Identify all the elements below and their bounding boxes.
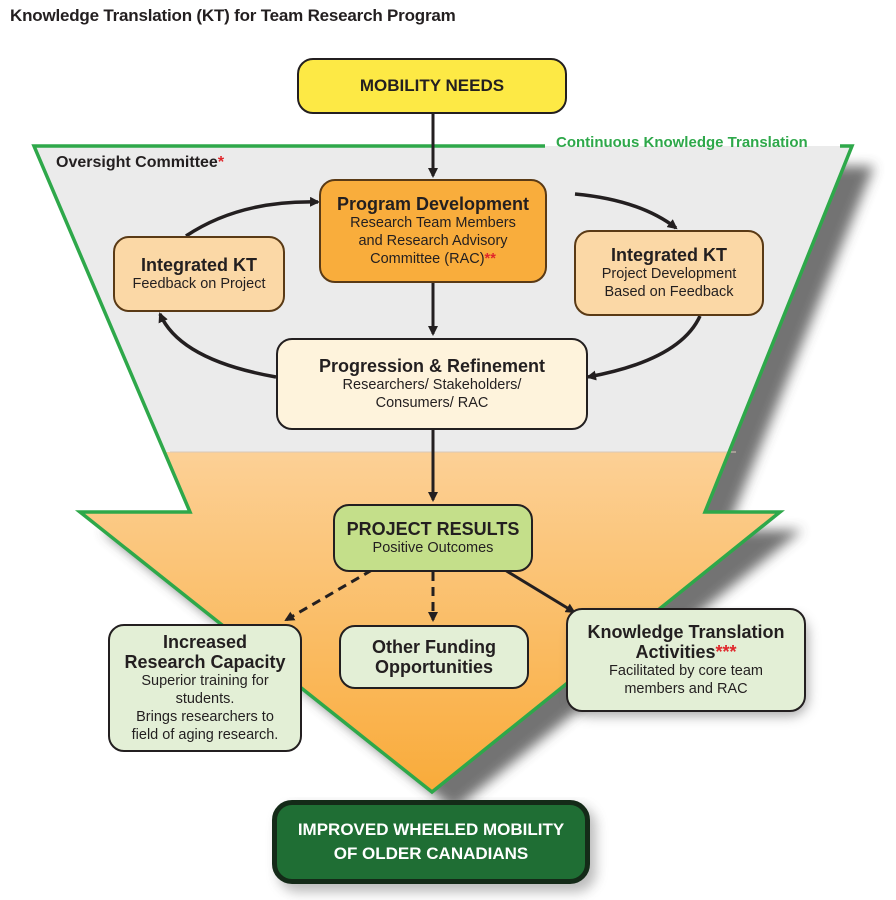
research-capacity-box: Increased Research Capacity Superior tra…	[108, 624, 302, 752]
asterisk-mark: ***	[715, 642, 737, 662]
integrated-kt-right-box: Integrated KT Project Development Based …	[574, 230, 764, 316]
frame-fill-gray	[34, 146, 852, 452]
arrow-program-to-kt-right	[574, 192, 678, 230]
frame-fill-orange	[80, 452, 780, 792]
arrow-kt-left-to-program	[185, 196, 320, 238]
program-development-box: Program Development Research Team Member…	[319, 179, 547, 283]
frame-label: Continuous Knowledge Translation	[556, 134, 808, 151]
arrow-kt-right-to-progression	[586, 315, 702, 381]
asterisk-mark: **	[484, 251, 496, 267]
oversight-committee-label: Oversight Committee*	[56, 154, 225, 171]
asterisk-mark: *	[217, 154, 225, 171]
diagram-title: Knowledge Translation (KT) for Team Rese…	[10, 6, 456, 25]
arrow-progression-to-kt-left	[158, 312, 277, 379]
kt-activities-box: Knowledge Translation Activities*** Faci…	[566, 608, 806, 712]
final-outcome-box: IMPROVED WHEELED MOBILITY OF OLDER CANAD…	[272, 800, 590, 884]
program-development-title: Program Development	[336, 194, 530, 214]
arrow-results-to-kt-activities	[504, 568, 576, 614]
project-results-box: PROJECT RESULTS Positive Outcomes	[333, 504, 533, 572]
continuous-kt-frame	[31, 144, 855, 795]
progression-refinement-box: Progression & Refinement Researchers/ St…	[276, 338, 588, 430]
mobility-needs-box: MOBILITY NEEDS	[297, 58, 567, 114]
arrow-results-to-capacity	[284, 568, 373, 622]
other-funding-box: Other Funding Opportunities	[339, 625, 529, 689]
integrated-kt-left-box: Integrated KT Feedback on Project	[113, 236, 285, 312]
mobility-needs-title: MOBILITY NEEDS	[359, 76, 505, 95]
